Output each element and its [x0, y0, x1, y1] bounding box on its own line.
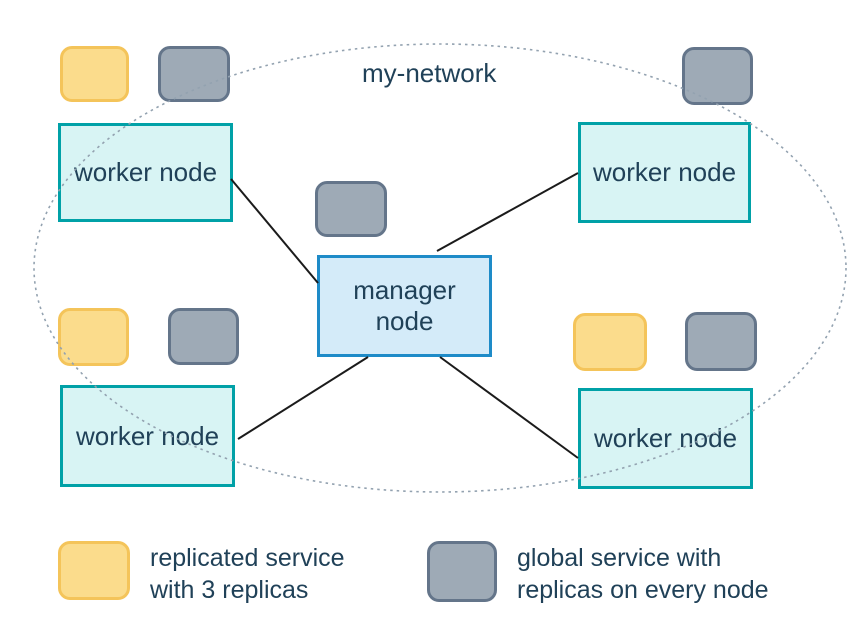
global-service-shape-bottom-right — [685, 312, 757, 371]
worker-node-label: worker node — [75, 420, 220, 451]
worker-node-label: worker node — [73, 157, 218, 187]
connection-line-manager-worker-bottom-right — [439, 356, 579, 459]
worker-node-top-left: worker node — [58, 123, 233, 222]
legend-global-service-label: global service with replicas on every no… — [517, 542, 769, 606]
manager-node: manager node — [317, 255, 492, 357]
global-service-shape-top-left — [158, 46, 230, 102]
worker-node-label: worker node — [593, 423, 738, 453]
replicated-service-shape-bottom-left — [58, 308, 129, 366]
legend-replicated-line1: replicated service — [150, 544, 345, 572]
worker-node-bottom-right: worker node — [578, 388, 753, 489]
connection-line-manager-worker-top-right — [436, 172, 579, 252]
legend-replicated-line2: with 3 replicas — [150, 576, 309, 604]
legend-replicated-service-label: replicated service with 3 replicas — [150, 542, 345, 606]
legend-global-service-swatch — [427, 541, 497, 602]
global-service-shape-bottom-left — [168, 308, 239, 365]
global-service-shape-manager — [315, 181, 387, 237]
connection-line-manager-worker-bottom-left — [237, 356, 369, 440]
worker-node-bottom-left: worker node — [60, 385, 235, 487]
manager-node-label-line2: node — [375, 306, 434, 336]
connection-line-manager-worker-top-left — [230, 178, 319, 284]
worker-node-label: worker node — [592, 157, 737, 187]
replicated-service-shape-top-left — [60, 46, 129, 102]
global-service-shape-top-right — [682, 47, 753, 105]
worker-node-top-right: worker node — [578, 122, 751, 223]
legend-global-line2: replicas on every node — [517, 576, 769, 604]
legend-replicated-service-swatch — [58, 541, 130, 600]
legend-global-line1: global service with — [517, 544, 722, 572]
manager-node-label-line1: manager — [353, 275, 456, 305]
replicated-service-shape-bottom-right — [573, 313, 647, 371]
network-name-label: my-network — [362, 58, 497, 88]
